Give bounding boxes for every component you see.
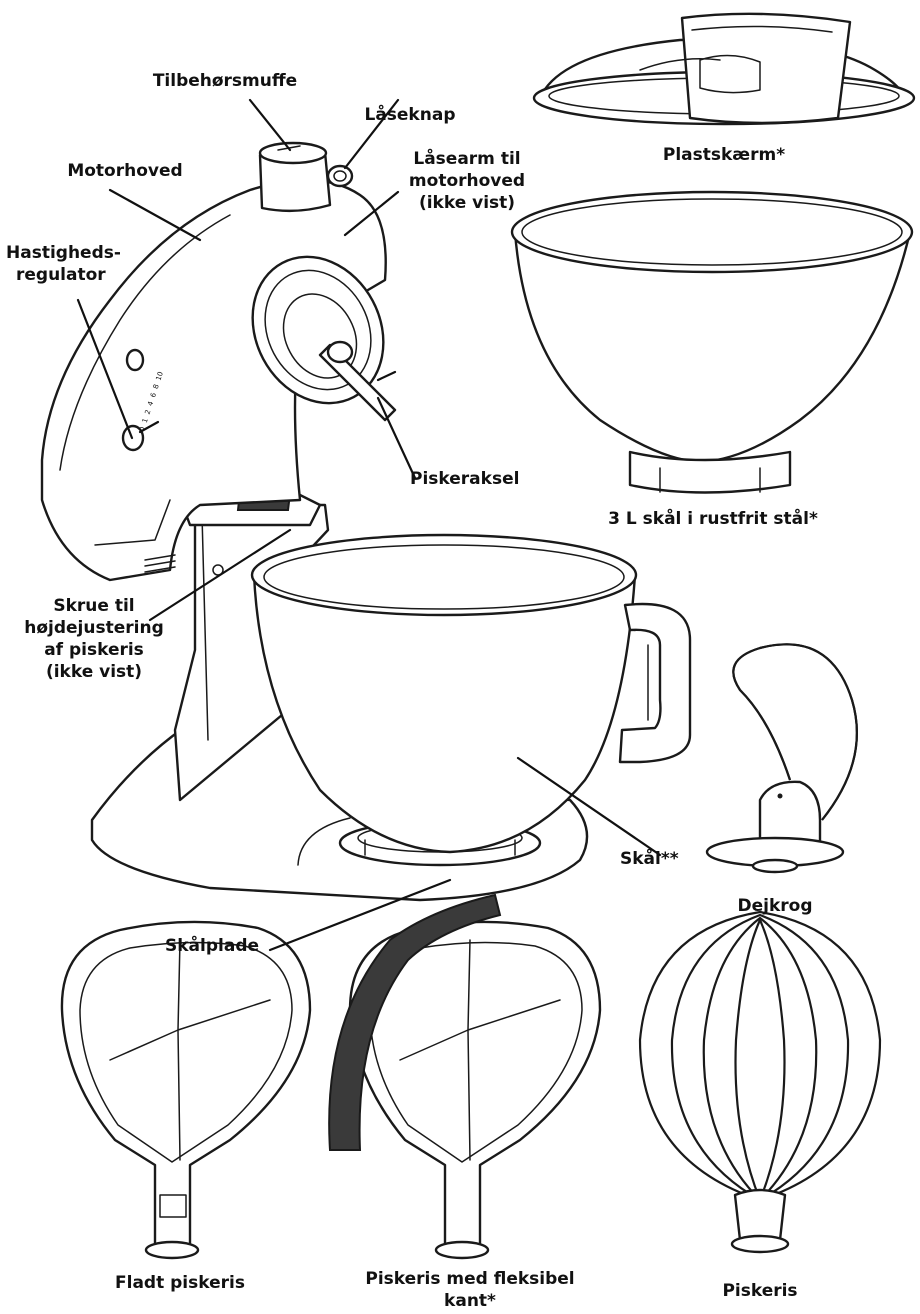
pouring-shield-illustration (534, 14, 914, 124)
dough-hook-illustration (707, 644, 857, 872)
label-laasearm: Låsearm til motorhoved (ikke vist) (402, 148, 532, 214)
speed-dial-6: 6 (149, 392, 158, 399)
flat-beater-illustration (62, 922, 310, 1258)
label-laaseknap: Låseknap (350, 104, 470, 126)
label-fladt-piskeris: Fladt piskeris (70, 1272, 290, 1294)
label-skrue-hojdejustering: Skrue til højdejustering af piskeris (ik… (4, 595, 184, 683)
label-tilbehorsmuffe: Tilbehørsmuffe (110, 70, 340, 92)
speed-dial-8: 8 (152, 383, 161, 390)
speed-dial-1: 1 (141, 417, 150, 424)
steel-bowl-3l-illustration (512, 192, 912, 493)
label-plastskaerm: Plastskærm* (624, 144, 824, 166)
label-skaal: Skål** (620, 848, 720, 870)
flex-edge-beater-illustration (329, 895, 600, 1258)
label-piskeraksel: Piskeraksel (410, 468, 540, 490)
label-motorhoved: Motorhoved (45, 160, 205, 182)
label-piskeris: Piskeris (700, 1280, 820, 1302)
speed-dial-4: 4 (146, 400, 155, 407)
wire-whip-illustration (640, 912, 880, 1252)
label-skaalplade: Skålplade (165, 935, 285, 957)
label-dejkrog: Dejkrog (710, 895, 840, 917)
label-fleksibel-kant: Piskeris med fleksibel kant* (340, 1268, 600, 1312)
speed-dial-2: 2 (144, 409, 153, 416)
label-hastighedsregulator: Hastigheds- regulator (6, 242, 136, 286)
label-skaal-3l: 3 L skål i rustfrit stål* (558, 508, 868, 530)
